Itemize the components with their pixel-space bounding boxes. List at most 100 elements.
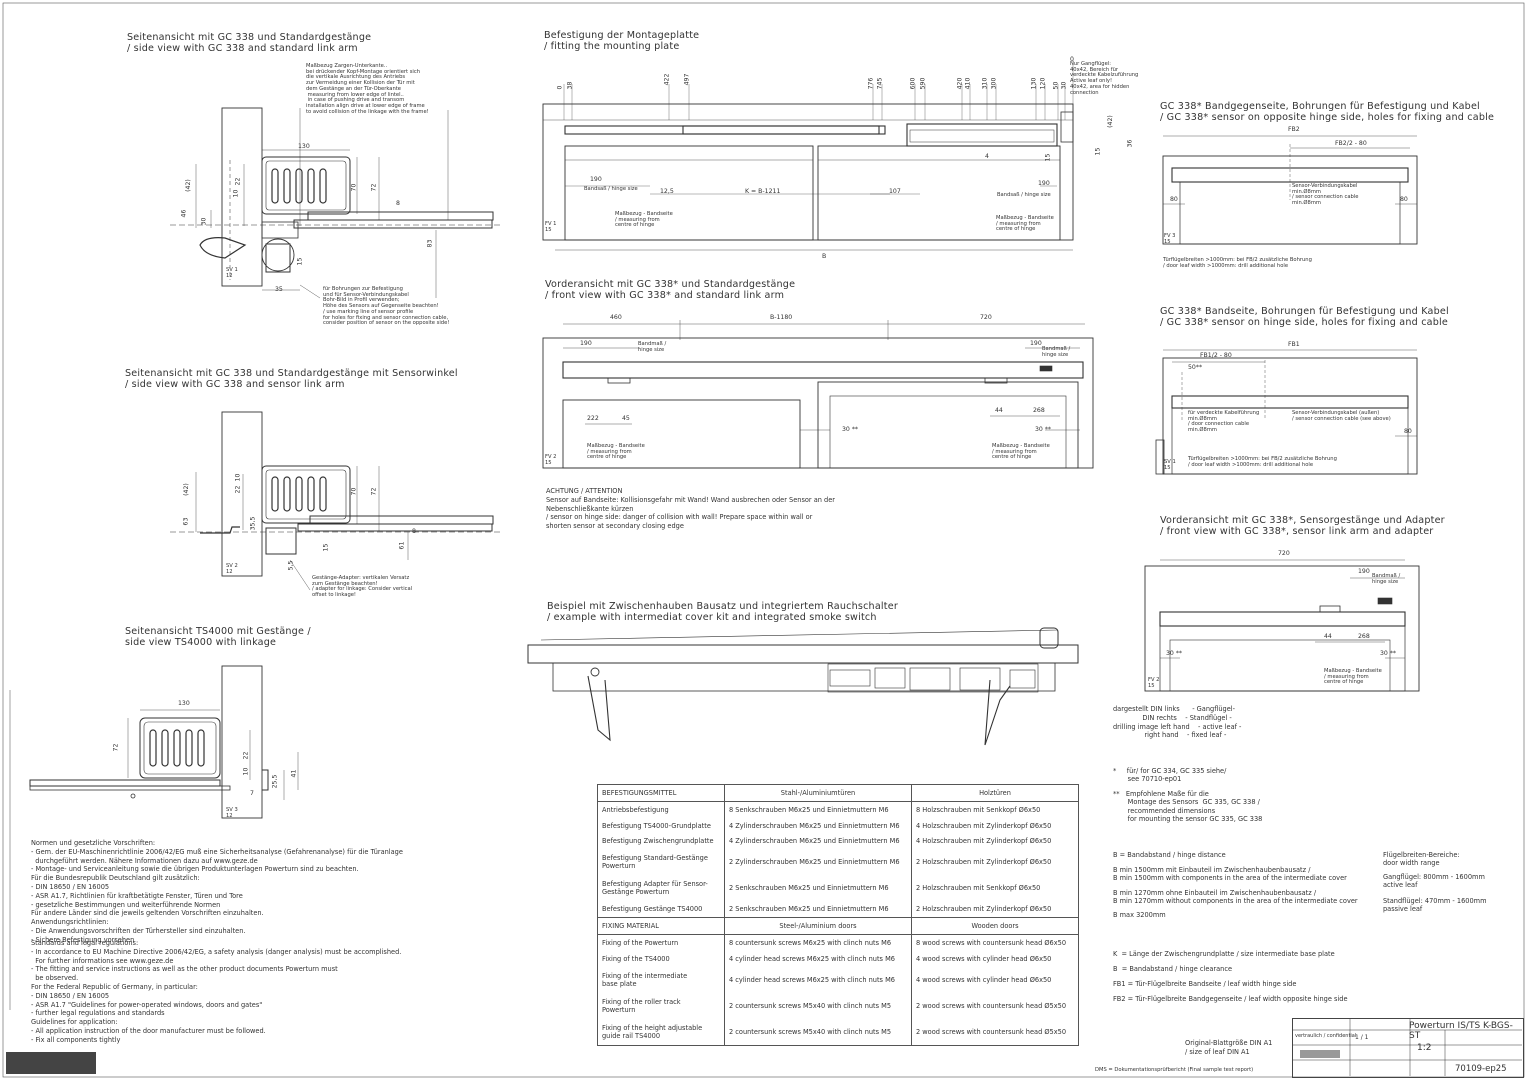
fv-dim-b-1180: B-1180 [770, 314, 793, 321]
sv1-dim-72: 72 [370, 183, 378, 192]
active-leaf-range: Gangflügel: 800mm - 1600mm active leaf [1383, 873, 1485, 890]
table-row: Fixing of the height adjustable guide ra… [597, 1018, 1079, 1046]
hs-dim-fb1: FB1 [1288, 341, 1300, 348]
mp-dim-190: 190 [590, 176, 602, 183]
sv1-hs-label: SV 1 15 [1164, 459, 1176, 471]
sv1-dim-70: 70 [350, 183, 358, 192]
table-cell: 8 Holzschrauben mit Senkkopf Ø6x50 [911, 801, 1079, 818]
table-cell: 2 countersunk screws M5x40 with clinch n… [724, 1018, 912, 1046]
fv2-dim-30-right: 30 ** [1380, 650, 1397, 657]
table-cell: Befestigung Gestänge TS4000 [597, 901, 725, 918]
mp-top-590: 590 [919, 77, 927, 90]
fv-dim-222: 222 [587, 415, 599, 422]
side-view-1 [170, 107, 500, 299]
mp-top-310: 310 [981, 77, 989, 90]
sv1-label: SV 1 12 [226, 267, 238, 279]
table-cell: 8 wood screws with countersunk head Ø6x5… [911, 934, 1079, 951]
mp-dim-12-5: 12,5 [660, 188, 674, 195]
sv1-dim-42: (42) [184, 179, 192, 192]
table-col-steel-de: Stahl-/Aluminiumtüren [724, 784, 912, 802]
sv2-dim-63: 63 [182, 517, 190, 526]
table-cell: 8 countersunk screws M6x25 with clinch n… [724, 934, 912, 951]
mp-dim-15-a: 15 [1094, 147, 1102, 156]
ohs-dim-80-left: 80 [1170, 196, 1178, 203]
sv2-dim-42: (42) [182, 483, 190, 496]
hinge-side-view [1155, 349, 1418, 475]
opposite-hinge-view [1162, 135, 1418, 245]
mp-top-120: 120 [1039, 77, 1047, 90]
table-header-en-label: FIXING MATERIAL [597, 917, 725, 936]
sv3-label: SV 3 12 [226, 807, 238, 819]
mp-dim-15-b: 15 [1044, 153, 1052, 162]
fixing-material-table: BEFESTIGUNGSMITTEL Stahl-/Aluminiumtüren… [597, 784, 1079, 1046]
table-cell: 2 Holzschrauben mit Zylinderkopf Ø6x50 [911, 849, 1079, 876]
double-star-note: ** Empfohlene Maße für die Montage des S… [1113, 790, 1263, 824]
example-view [527, 627, 1079, 746]
fv-hinge-size-right: Bandmaß / hinge size [1042, 346, 1071, 358]
mp-top-420: 420 [956, 77, 964, 90]
mp-top-30: 30 [1060, 81, 1068, 90]
sv3-dim-22: 22 [242, 751, 250, 760]
mp-dim-36: 36 [1126, 139, 1134, 148]
sv1-dim-130: 130 [298, 143, 310, 150]
mp-dim-107: 107 [889, 188, 901, 195]
sv3-dim-130: 130 [178, 700, 190, 707]
mp-top-745: 745 [876, 77, 884, 90]
mp-top-38: 38 [566, 81, 574, 90]
ohs-dim-fb2: FB2 [1288, 126, 1300, 133]
table-col-wood-en: Wooden doors [911, 917, 1079, 936]
mp-hinge-size-right: Bandsaß / hinge size [997, 192, 1051, 198]
fv-measure-left: Maßbezug - Bandseite / measuring from ce… [587, 443, 645, 461]
dms-note: DMS = Dokumentationsprüfbericht (Final s… [1095, 1067, 1254, 1073]
sv2-dim-22: 22 [234, 485, 242, 494]
table-cell: 2 wood screws with countersunk head Ø5x5… [911, 992, 1079, 1019]
b-min-1500: B min 1500mm mit Einbauteil im Zwischenh… [1113, 866, 1347, 883]
mp-dim-4: 4 [985, 153, 989, 160]
table-cell: Fixing of the TS4000 [597, 950, 725, 967]
ohs-door-leaf-note: Türflügelbreiten >1000mm: bei FB/2 zusät… [1163, 257, 1312, 269]
mounting-plate-title: Befestigung der Montageplatte / fitting … [544, 30, 700, 52]
sv2-label: SV 2 12 [226, 563, 238, 575]
fv2-dim-268: 268 [1358, 633, 1370, 640]
standards-en: Standards and legal regulations: - In ac… [31, 939, 402, 1044]
sv1-dim-8: 8 [396, 200, 400, 207]
legend-b: B = Bandabstand / hinge clearance [1113, 965, 1233, 973]
front-view-2-title: Vorderansicht mit GC 338*, Sensorgestäng… [1160, 515, 1445, 537]
table-header-en: FIXING MATERIAL Steel-/Aluminium doors W… [597, 917, 1079, 936]
table-cell: Fixing of the intermediate base plate [597, 966, 725, 993]
attention-note: ACHTUNG / ATTENTION Sensor auf Bandseite… [546, 487, 836, 531]
table-cell: 4 wood screws with cylinder head Ø6x50 [911, 966, 1079, 993]
fv2-label-b: FV 2 15 [1148, 677, 1160, 689]
mp-dim-k: K = B-1211 [745, 188, 781, 195]
mp-top-600: 600 [909, 77, 917, 90]
table-cell: 2 Senkschrauben M6x25 und Einnietmuttern… [724, 901, 912, 918]
ohs-dim-fb2-half: FB2/2 - 80 [1335, 140, 1367, 147]
mp-top-776: 776 [867, 77, 875, 90]
table-cell: 2 Holzschrauben mit Zylinderkopf Ø6x50 [911, 901, 1079, 918]
opposite-hinge-title: GC 338* Bandgegenseite, Bohrungen für Be… [1160, 101, 1495, 123]
front-view-title: Vorderansicht mit GC 338* und Standardge… [545, 279, 796, 301]
side-view-2 [170, 411, 500, 591]
hs-dim-50: 50** [1188, 364, 1203, 371]
hinge-side-title: GC 338* Bandseite, Bohrungen für Befesti… [1160, 306, 1449, 328]
sv3-dim-25-5: 25,5 [271, 774, 279, 789]
side-view-3 [29, 665, 299, 819]
table-header-de-label: BEFESTIGUNGSMITTEL [597, 784, 725, 802]
b-distance: B = Bandabstand / hinge distance [1113, 851, 1226, 859]
mp-dim-b: B [822, 253, 827, 260]
hs-dim-80: 80 [1404, 428, 1412, 435]
example-view-title: Beispiel mit Zwischenhauben Bausatz und … [547, 601, 898, 623]
sv1-dim-30: 30 [200, 217, 208, 226]
sv2-dim-70: 70 [350, 487, 358, 496]
fv-dim-44: 44 [995, 407, 1003, 414]
hs-hidden-cable: für verdeckte Kabelführung min.Ø8mm / do… [1188, 410, 1260, 434]
fv2-hinge-size: Bandmaß / hinge size [1372, 573, 1401, 585]
